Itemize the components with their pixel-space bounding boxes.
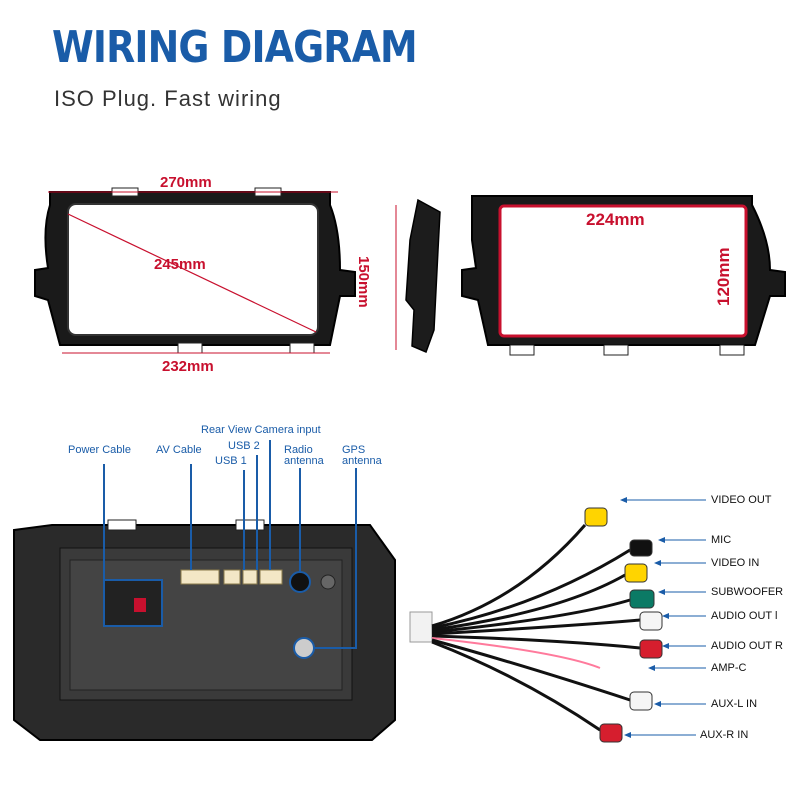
dim-bottom-width: 232mm — [162, 358, 214, 375]
rear-unit — [13, 519, 396, 741]
label-cable: AUX-L IN — [711, 698, 758, 710]
label-cable: MIC — [711, 534, 732, 546]
label-gps-antenna-2: antenna — [342, 455, 382, 467]
label-cable: SUBWOOFER — [711, 586, 784, 598]
dim-height: 150mm — [355, 256, 372, 308]
side-profile — [395, 198, 441, 354]
label-radio-antenna-2: antenna — [284, 455, 324, 467]
label-usb2: USB 2 — [228, 440, 260, 452]
label-cable: AMP-C — [711, 662, 747, 674]
label-av-cable: AV Cable — [156, 444, 202, 456]
label-cable: AUDIO OUT l — [711, 610, 778, 622]
back-frame — [461, 195, 786, 356]
label-power-cable: Power Cable — [68, 444, 131, 456]
cable-leaders — [620, 497, 706, 738]
label-cable: VIDEO OUT — [711, 494, 772, 506]
front-frame — [34, 187, 356, 354]
label-usb1: USB 1 — [215, 455, 247, 467]
dim-top-width: 270mm — [160, 174, 212, 191]
label-cable: AUX-R IN — [700, 729, 749, 741]
label-cable: VIDEO IN — [711, 557, 760, 569]
page-subtitle: ISO Plug. Fast wiring — [54, 86, 282, 111]
cable-harness — [409, 507, 663, 743]
page-title: WIRING DIAGRAM — [52, 22, 418, 73]
dim-screen-width: 224mm — [586, 210, 645, 229]
label-gps-antenna-1: GPS — [342, 444, 366, 456]
label-cable: AUDIO OUT R — [711, 640, 783, 652]
dim-diagonal: 245mm — [154, 256, 206, 273]
dim-screen-height: 120mm — [714, 247, 733, 306]
label-rear-camera: Rear View Camera input — [201, 424, 321, 436]
port-callouts — [103, 440, 357, 649]
label-radio-antenna-1: Radio — [284, 444, 313, 456]
